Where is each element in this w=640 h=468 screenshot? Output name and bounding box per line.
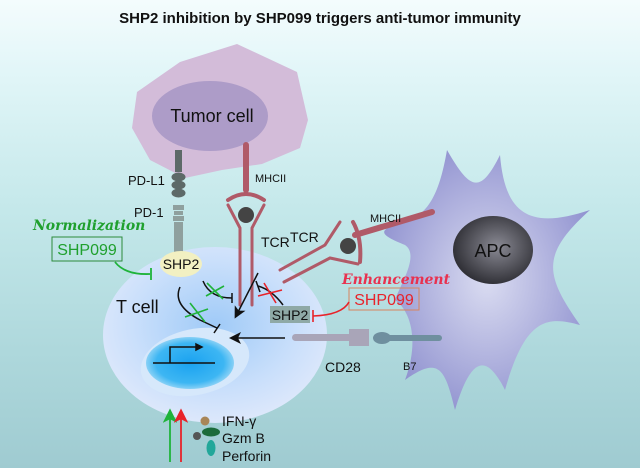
inhibit-line-1 <box>202 280 233 299</box>
shp2-left-bubble <box>160 251 202 277</box>
b7-label: B7 <box>403 361 416 373</box>
ifn-gamma-icon <box>200 416 210 426</box>
shp2-right-box <box>270 306 310 323</box>
normalization-heading: Normalization <box>32 218 145 234</box>
apc-nucleus <box>453 216 533 284</box>
cytokine-ifn-gamma: IFN-γ <box>222 413 256 429</box>
green-cross-1 <box>205 282 225 300</box>
pd-1-receptor <box>173 205 184 262</box>
cytokine-dot-icon <box>193 432 201 440</box>
mhcii-top-label: MHCII <box>255 173 286 185</box>
shp2-right-label: SHP2 <box>272 307 309 323</box>
tcr-top-label: TCR <box>261 234 290 250</box>
normalization-inhibit-line <box>114 261 151 275</box>
gzm-b-icon <box>202 427 220 437</box>
green-cross-2 <box>184 302 209 323</box>
signaling-pathways <box>177 272 285 344</box>
mhcii-tcr-complex-right <box>278 209 435 284</box>
cd28-receptor <box>292 329 369 346</box>
b7-ligand <box>373 332 442 344</box>
inhibit-line-2 <box>177 286 218 329</box>
mhcii-right-label: MHCII <box>370 213 401 225</box>
antigen-peptide-top <box>238 207 254 223</box>
perforin-icon <box>206 440 216 456</box>
gene-promoter-icon <box>153 342 215 364</box>
enhancement-drug-label: SHP099 <box>354 292 414 309</box>
enhancement-heading: Enhancement <box>341 272 451 288</box>
tcr-activation-arrow <box>234 272 259 319</box>
normalization-drug-box <box>51 236 123 262</box>
tumor-cell-label: Tumor cell <box>170 106 253 126</box>
t-cell-label: T cell <box>116 297 159 317</box>
pd-l1-label: PD-L1 <box>128 173 165 188</box>
mhcii-tcr-complex-top <box>226 142 266 307</box>
shp2-left-label: SHP2 <box>163 256 200 272</box>
enhancement-drug-box <box>348 287 420 311</box>
apc-label: APC <box>474 241 511 261</box>
tcr-right-label: TCR <box>290 229 319 245</box>
cytokine-gzm-b: Gzm B <box>222 430 265 446</box>
cd28-label: CD28 <box>325 359 361 375</box>
antigen-peptide-right <box>340 238 356 254</box>
tumor-nucleus <box>152 81 268 151</box>
red-cross <box>257 282 283 304</box>
pd-l1-receptor <box>171 150 186 198</box>
pd-1-label: PD-1 <box>134 205 164 220</box>
cytokine-perforin: Perforin <box>222 448 271 464</box>
enhancement-inhibit-line <box>312 301 350 317</box>
normalization-drug-label: SHP099 <box>57 242 117 259</box>
diagram-title: SHP2 inhibition by SHP099 triggers anti-… <box>119 10 521 27</box>
